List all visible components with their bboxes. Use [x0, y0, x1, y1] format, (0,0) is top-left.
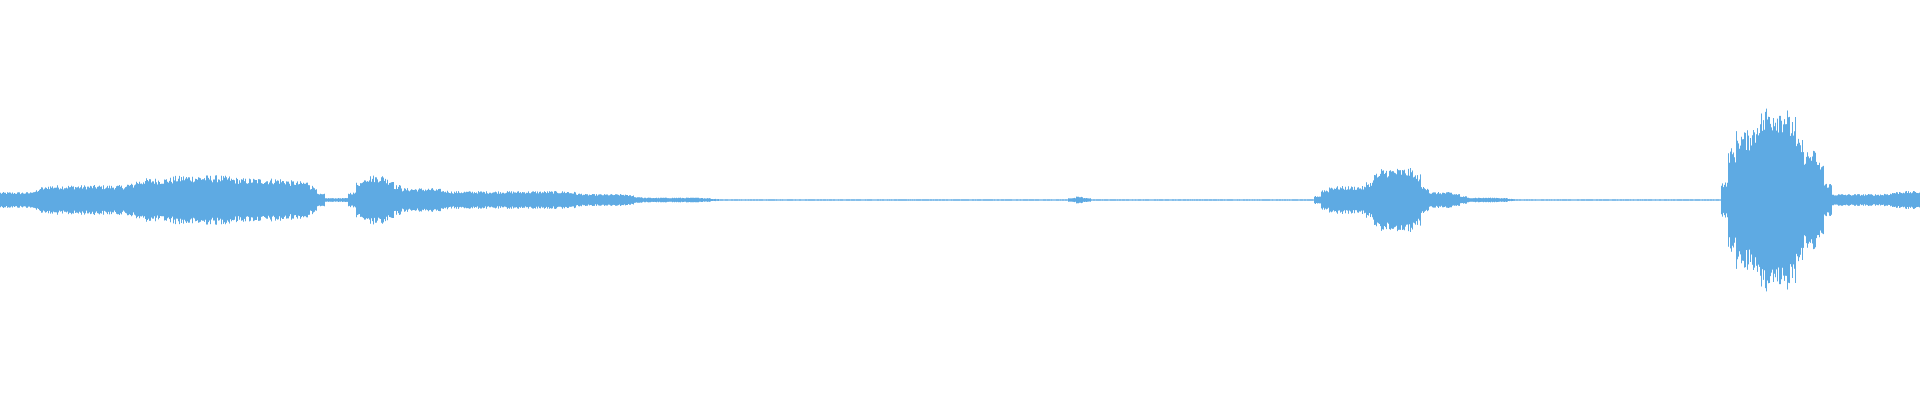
waveform-samples [0, 108, 1920, 292]
waveform-path [0, 108, 1920, 292]
